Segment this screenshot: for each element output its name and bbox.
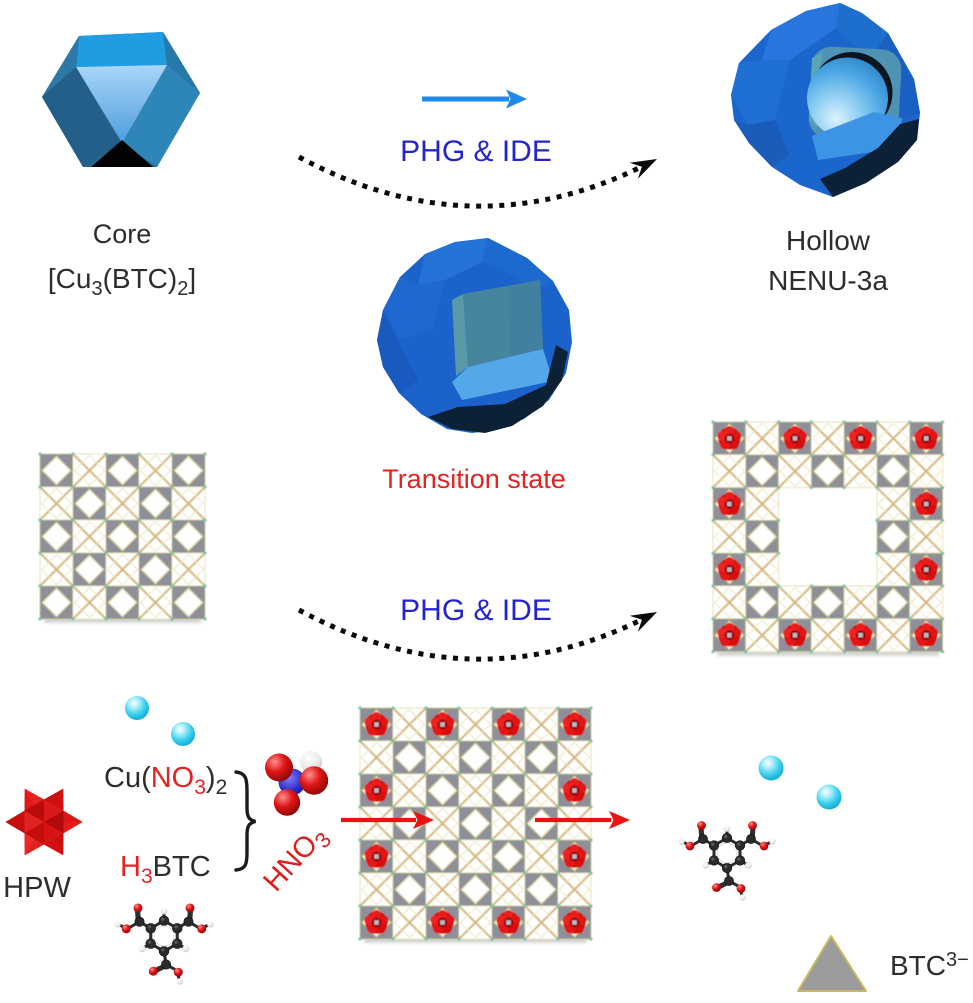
svg-text:NENU-3a: NENU-3a — [768, 265, 888, 296]
svg-text:Transition state: Transition state — [382, 464, 566, 494]
svg-text:Core: Core — [93, 219, 152, 249]
svg-text:H3BTC: H3BTC — [120, 851, 211, 888]
svg-text:PHG & IDE: PHG & IDE — [400, 135, 552, 168]
svg-text:HPW: HPW — [3, 872, 71, 904]
svg-text:Hollow: Hollow — [786, 225, 871, 256]
svg-text:[Cu3(BTC)2]: [Cu3(BTC)2] — [48, 263, 196, 300]
svg-text:Cu(NO3)2: Cu(NO3)2 — [104, 762, 227, 799]
svg-text:PHG & IDE: PHG & IDE — [400, 594, 552, 627]
